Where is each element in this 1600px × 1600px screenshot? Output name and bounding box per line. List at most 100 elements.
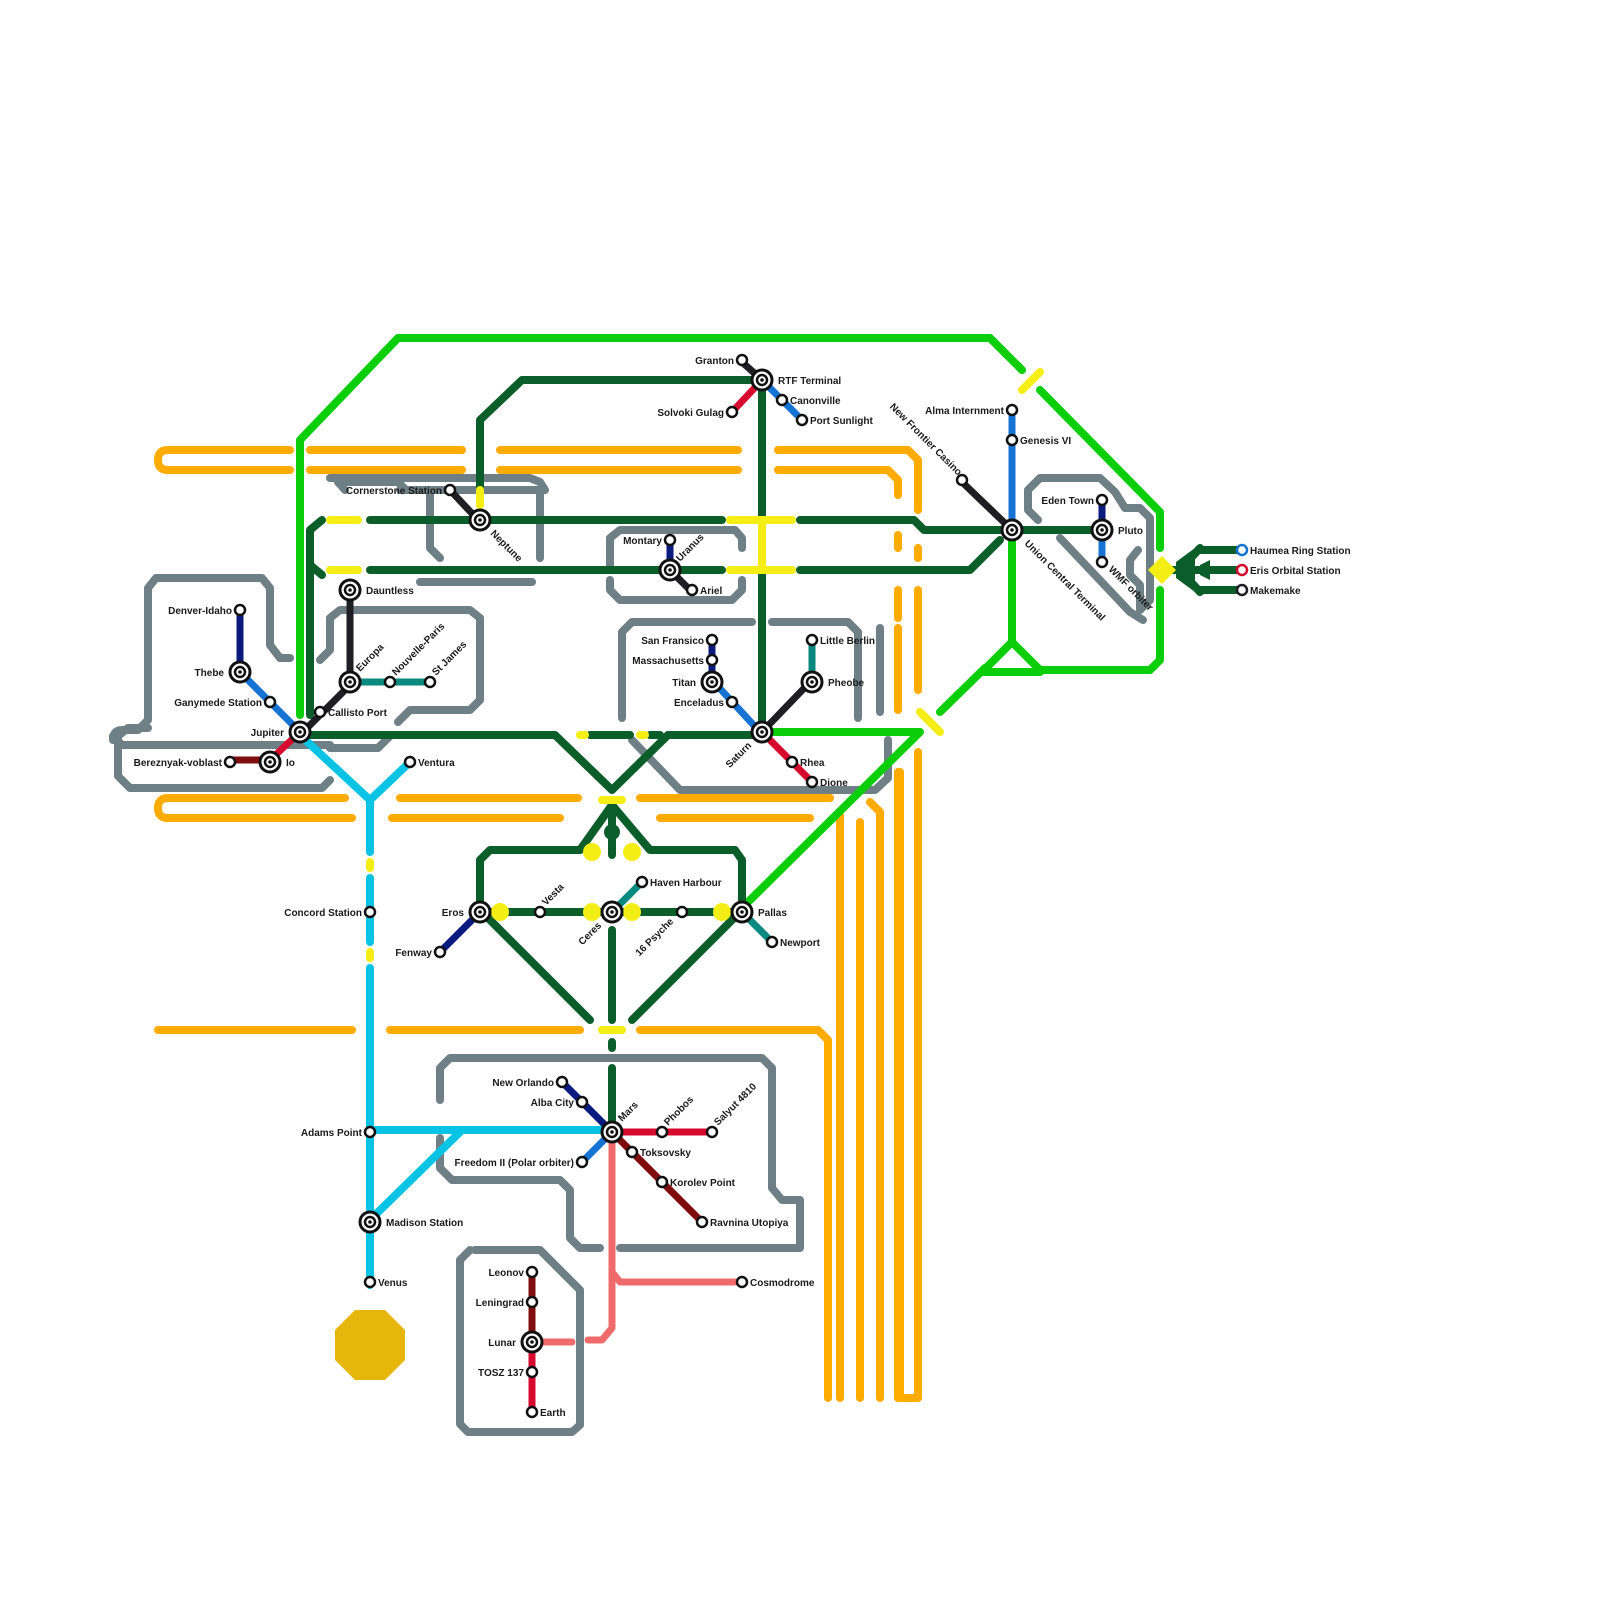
station-neptune[interactable]: [470, 510, 490, 530]
station-genesis-vi[interactable]: [1007, 435, 1017, 445]
station-rhea[interactable]: [787, 757, 797, 767]
station-dione[interactable]: [807, 777, 817, 787]
station-adams-point[interactable]: [365, 1127, 375, 1137]
station-eros[interactable]: [470, 902, 490, 922]
label-dione: Dione: [820, 778, 848, 789]
station-ravnina-utopiya[interactable]: [697, 1217, 707, 1227]
station-rtf-terminal[interactable]: [752, 370, 772, 390]
haumea-junction: [1176, 548, 1195, 592]
label-toksovsky: Toksovsky: [640, 1148, 691, 1159]
station-dauntless[interactable]: [340, 580, 360, 600]
station-ceres[interactable]: [602, 902, 622, 922]
station-earth[interactable]: [527, 1407, 537, 1417]
station-haven-harbour[interactable]: [637, 877, 647, 887]
label-eris-orbital-station: Eris Orbital Station: [1250, 566, 1341, 577]
label-concord-station: Concord Station: [284, 908, 362, 919]
label-ravnina-utopiya: Ravnina Utopiya: [710, 1218, 789, 1229]
station-wmf-orbiter[interactable]: [1097, 557, 1107, 567]
station-ganymede-station[interactable]: [265, 697, 275, 707]
station-korolev-point[interactable]: [657, 1177, 667, 1187]
station-granton[interactable]: [737, 355, 747, 365]
label-little-berlin: Little Berlin: [820, 636, 875, 647]
label-pheobe: Pheobe: [828, 678, 865, 689]
station-alba-city[interactable]: [577, 1097, 587, 1107]
label-eden-town: Eden Town: [1041, 496, 1094, 507]
label-denver-idaho: Denver-Idaho: [168, 606, 232, 617]
label-massachusetts: Massachusetts: [632, 656, 704, 667]
station-titan[interactable]: [702, 672, 722, 692]
station-ventura[interactable]: [405, 757, 415, 767]
station-freedom-ii[interactable]: [577, 1157, 587, 1167]
station-pheobe[interactable]: [802, 672, 822, 692]
makemake-spur: [1200, 560, 1210, 580]
label-eros: Eros: [442, 908, 465, 919]
station-callisto-port[interactable]: [315, 707, 325, 717]
station-new-frontier-casino[interactable]: [957, 475, 967, 485]
label-korolev-point: Korolev Point: [670, 1178, 736, 1189]
station-phobos[interactable]: [657, 1127, 667, 1137]
label-solvoki-gulag: Solvoki Gulag: [657, 408, 724, 419]
station-cornerstone-station[interactable]: [445, 485, 455, 495]
label-rtf-terminal: RTF Terminal: [778, 376, 841, 387]
station-lunar[interactable]: [522, 1332, 542, 1352]
label-granton: Granton: [695, 356, 734, 367]
label-alma-internment: Alma Internment: [925, 406, 1005, 417]
station-massachusetts[interactable]: [707, 655, 717, 665]
station-toksovsky[interactable]: [627, 1147, 637, 1157]
station-haumea-ring-station[interactable]: [1237, 545, 1247, 555]
station-st-james[interactable]: [425, 677, 435, 687]
label-venus: Venus: [378, 1278, 408, 1289]
station-new-orlando[interactable]: [557, 1077, 567, 1087]
label-madison-station: Madison Station: [386, 1218, 463, 1229]
station-mars[interactable]: [602, 1122, 622, 1142]
station-fenway[interactable]: [435, 947, 445, 957]
station-vesta[interactable]: [535, 907, 545, 917]
station-saturn[interactable]: [752, 722, 772, 742]
station-eden-town[interactable]: [1097, 495, 1107, 505]
station-ariel[interactable]: [687, 585, 697, 595]
station-bereznyak-voblast[interactable]: [225, 757, 235, 767]
label-rhea: Rhea: [800, 758, 825, 769]
station-leningrad[interactable]: [527, 1297, 537, 1307]
station-concord-station[interactable]: [365, 907, 375, 917]
label-saturn: Saturn: [724, 740, 754, 770]
station-newport[interactable]: [767, 937, 777, 947]
label-san-fransico: San Fransico: [641, 636, 704, 647]
station-jupiter[interactable]: [290, 722, 310, 742]
station-thebe[interactable]: [230, 662, 250, 682]
station-leonov[interactable]: [527, 1267, 537, 1277]
station-canonville[interactable]: [777, 395, 787, 405]
station-solvoki-gulag[interactable]: [727, 407, 737, 417]
label-new-orlando: New Orlando: [492, 1078, 554, 1089]
label-montary: Montary: [623, 536, 662, 547]
station-eris-orbital-station[interactable]: [1237, 565, 1247, 575]
station-sixteen-psyche[interactable]: [677, 907, 687, 917]
station-alma-internment[interactable]: [1007, 405, 1017, 415]
label-callisto-port: Callisto Port: [328, 708, 388, 719]
station-pallas[interactable]: [732, 902, 752, 922]
station-cosmodrome[interactable]: [737, 1277, 747, 1287]
label-genesis-vi: Genesis VI: [1020, 436, 1071, 447]
label-alba-city: Alba City: [531, 1098, 575, 1109]
station-enceladus[interactable]: [727, 697, 737, 707]
station-salyut-4810[interactable]: [707, 1127, 717, 1137]
station-port-sunlight[interactable]: [797, 415, 807, 425]
station-makemake[interactable]: [1237, 585, 1247, 595]
station-little-berlin[interactable]: [807, 635, 817, 645]
station-montary[interactable]: [665, 535, 675, 545]
label-enceladus: Enceladus: [674, 698, 724, 709]
station-europa[interactable]: [340, 672, 360, 692]
station-nouvelle-paris[interactable]: [385, 677, 395, 687]
station-san-fransico[interactable]: [707, 635, 717, 645]
station-pluto[interactable]: [1092, 520, 1112, 540]
station-denver-idaho[interactable]: [235, 605, 245, 615]
label-ceres: Ceres: [577, 920, 605, 948]
station-madison-station[interactable]: [360, 1212, 380, 1232]
station-venus[interactable]: [365, 1277, 375, 1287]
station-tosz-137[interactable]: [527, 1367, 537, 1377]
station-io[interactable]: [260, 752, 280, 772]
station-uranus[interactable]: [660, 560, 680, 580]
label-freedom-ii: Freedom II (Polar orbiter): [455, 1158, 574, 1169]
station-union-central-terminal[interactable]: [1002, 520, 1022, 540]
label-cosmodrome: Cosmodrome: [750, 1278, 815, 1289]
